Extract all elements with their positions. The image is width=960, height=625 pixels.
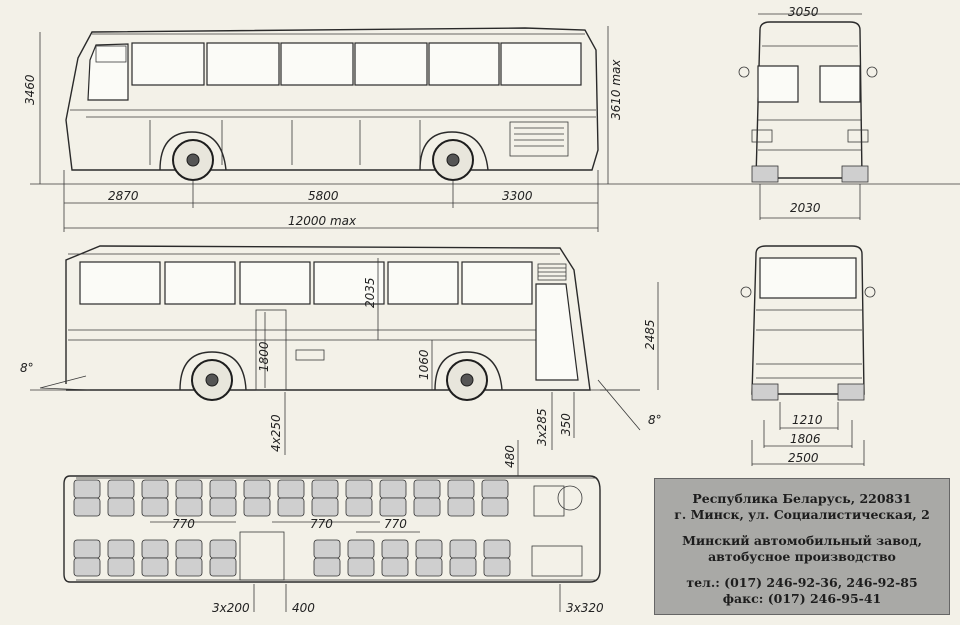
seat [73, 497, 101, 517]
seat [313, 539, 341, 559]
seat [141, 539, 169, 559]
seat [381, 539, 409, 559]
dim-interior-height: 2035 [363, 277, 377, 308]
seat [209, 479, 237, 499]
dim-step-plan-right: 3x320 [566, 601, 604, 615]
seat [243, 479, 271, 499]
seat [347, 539, 375, 559]
seat [313, 557, 341, 577]
seat [345, 497, 373, 517]
seat [175, 497, 203, 517]
dim-seat-pitch-3: 770 [384, 517, 407, 531]
side-view-left [30, 26, 960, 232]
seat [415, 557, 443, 577]
seat [481, 479, 509, 499]
dim-total-length: 12000 max [288, 214, 357, 228]
seat [141, 497, 169, 517]
seat [311, 497, 339, 517]
seat [345, 479, 373, 499]
floor-plan [63, 440, 601, 612]
seat [209, 557, 237, 577]
dim-step-count: 4x250 [269, 414, 283, 452]
info-country: Республика Беларусь, 220831 [692, 491, 912, 506]
seat-rows-top [73, 479, 509, 517]
seat [415, 539, 443, 559]
front-view [738, 13, 878, 220]
seat [141, 479, 169, 499]
dim-wheelbase: 5800 [308, 189, 339, 203]
info-address: г. Минск, ул. Социалистическая, 2 [674, 507, 930, 522]
seat [107, 479, 135, 499]
seat [447, 497, 475, 517]
seat [107, 557, 135, 577]
dim-step-plan-left: 3x200 [212, 601, 250, 615]
dim-seat-pitch-1: 770 [172, 517, 195, 531]
seat [379, 479, 407, 499]
dim-rear-track: 1806 [790, 432, 821, 446]
dim-aisle-top: 480 [503, 445, 517, 468]
seat [107, 539, 135, 559]
dim-rear-view-height: 2485 [643, 319, 657, 350]
seat [141, 557, 169, 577]
seat [483, 557, 511, 577]
seat [209, 539, 237, 559]
dim-seat-pitch-2: 770 [310, 517, 333, 531]
seat [277, 497, 305, 517]
info-phone: тел.: (017) 246-92-36, 246-92-85 [686, 575, 918, 590]
seat [413, 497, 441, 517]
dim-rear-steps: 3x285 [535, 408, 549, 446]
seat [175, 557, 203, 577]
dim-step-plan-width: 400 [292, 601, 315, 615]
info-division: автобусное производство [708, 549, 896, 564]
dim-departure-angle: 8° [648, 413, 662, 427]
dim-rear-overhang: 3300 [502, 189, 533, 203]
seat [73, 479, 101, 499]
seat [209, 497, 237, 517]
dim-door-height: 1800 [257, 341, 271, 372]
seat [381, 557, 409, 577]
dim-approach-angle: 8° [20, 361, 34, 375]
seat [449, 557, 477, 577]
seat [449, 539, 477, 559]
seat [347, 557, 375, 577]
seat [107, 497, 135, 517]
dim-front-overhang: 2870 [108, 189, 139, 203]
rear-view [740, 245, 876, 466]
seat [481, 497, 509, 517]
side-view-right [30, 245, 659, 455]
info-fax: факс: (017) 246-95-41 [722, 591, 882, 606]
dim-floor-height: 1060 [417, 349, 431, 380]
seat [483, 539, 511, 559]
dim-rear-width: 2500 [788, 451, 819, 465]
seat [175, 539, 203, 559]
dim-front-width: 3050 [788, 5, 819, 19]
seat [73, 557, 101, 577]
seat [175, 479, 203, 499]
seat [447, 479, 475, 499]
dim-ground-clearance: 350 [559, 413, 573, 436]
seat-rows-bottom [73, 539, 511, 577]
seat [277, 479, 305, 499]
seat [243, 497, 271, 517]
seat [379, 497, 407, 517]
info-factory: Минский автомобильный завод, [682, 533, 922, 548]
dim-front-track: 2030 [790, 201, 821, 215]
seat [413, 479, 441, 499]
manufacturer-info-box: Республика Беларусь, 220831 г. Минск, ул… [654, 478, 950, 615]
dim-rear-track-inner: 1210 [792, 413, 823, 427]
dim-height: 3460 [23, 74, 37, 105]
seat [73, 539, 101, 559]
dim-height-max: 3610 max [609, 59, 623, 120]
seat [311, 479, 339, 499]
